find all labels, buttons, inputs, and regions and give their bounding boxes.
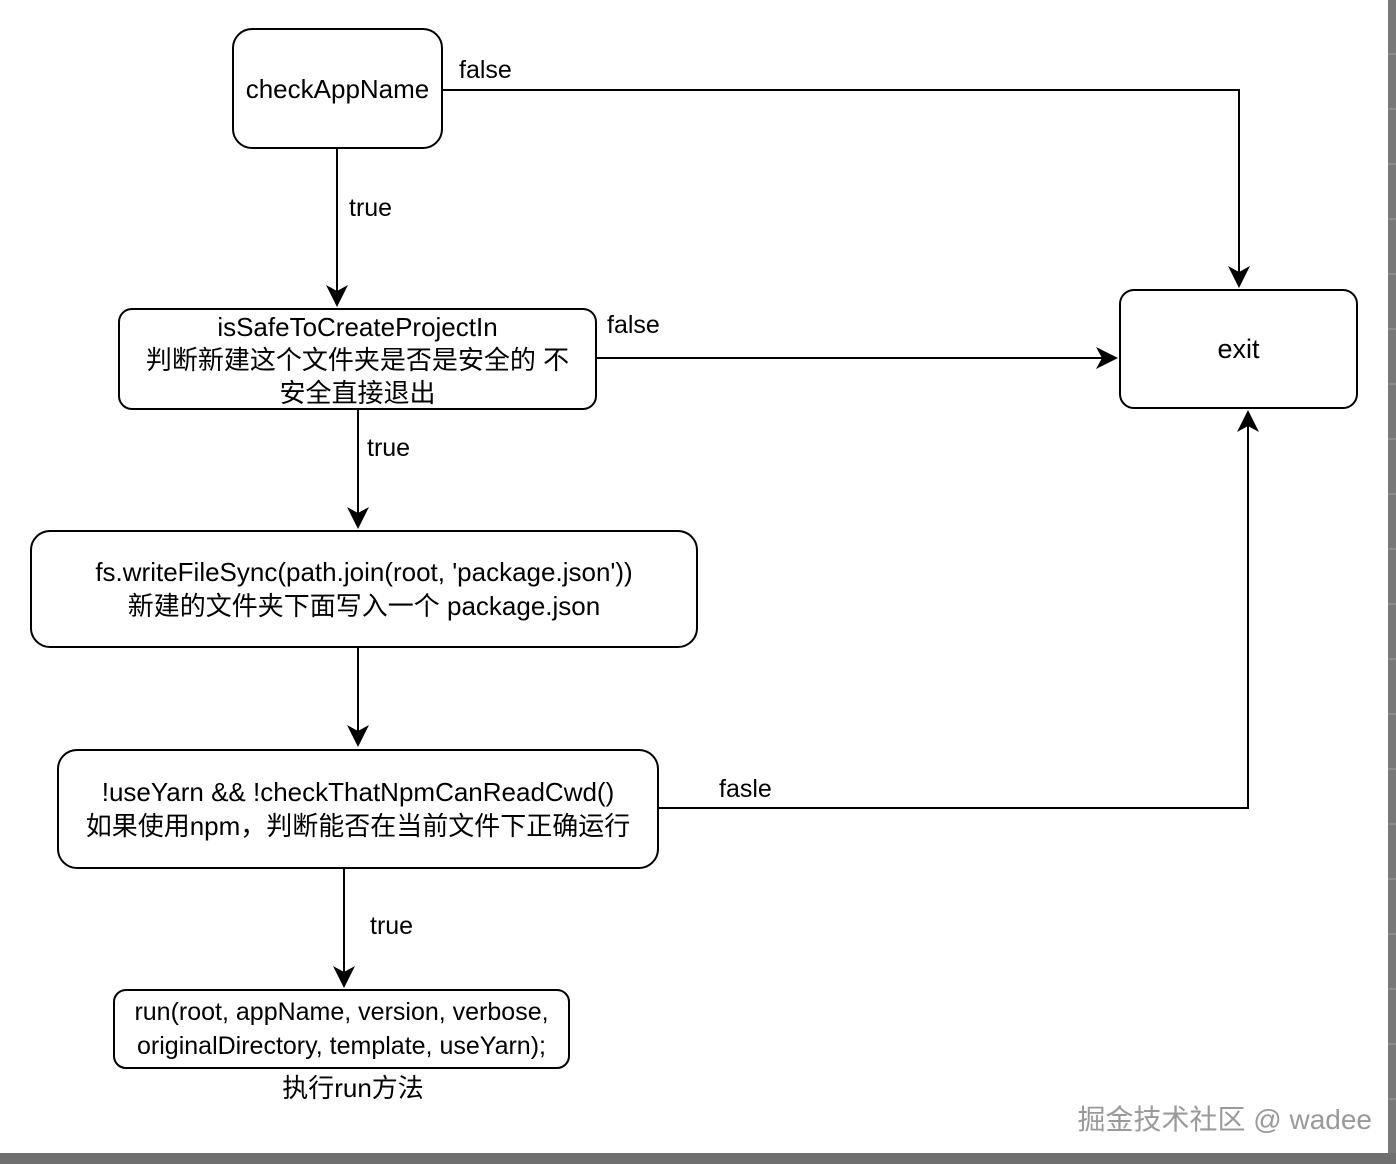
vertical-scrollbar[interactable]	[1388, 0, 1396, 1164]
node-is-safe-to-create-project-in: isSafeToCreateProjectIn 判断新建这个文件夹是否是安全的 …	[118, 308, 597, 410]
edge-label-true: true	[368, 911, 416, 941]
node-text-line: run(root, appName, version, verbose,	[134, 998, 549, 1026]
edge-label-false: false	[457, 55, 514, 85]
edge-issafe-false	[597, 347, 1118, 369]
node-text-line: fs.writeFileSync(path.join(root, 'packag…	[95, 557, 633, 587]
node-check-npm-can-read-cwd: !useYarn && !checkThatNpmCanReadCwd() 如果…	[57, 749, 659, 869]
edge-label-false: false	[605, 310, 662, 340]
node-text-line: isSafeToCreateProjectIn	[217, 312, 498, 342]
node-exit: exit	[1119, 289, 1358, 409]
node-text-line: 如果使用npm，判断能否在当前文件下正确运行	[85, 811, 631, 841]
node-text-line: 安全直接退出	[279, 378, 436, 408]
edge-checkappname-false	[443, 89, 1250, 288]
watermark: 掘金技术社区 @ wadee	[1077, 1104, 1373, 1135]
window-bottom-edge	[0, 1153, 1396, 1164]
node-write-file-sync: fs.writeFileSync(path.join(root, 'packag…	[30, 530, 698, 648]
node-text-line: originalDirectory, template, useYarn);	[137, 1032, 546, 1060]
edge-issafe-true	[347, 410, 369, 529]
node-text-line: 判断新建这个文件夹是否是安全的 不	[145, 345, 570, 375]
run-node-caption: 执行run方法	[282, 1073, 424, 1103]
edge-label-fasle: fasle	[717, 774, 774, 804]
node-text-line: checkAppName	[245, 73, 430, 104]
node-text-line: !useYarn && !checkThatNpmCanReadCwd()	[101, 777, 615, 807]
node-check-app-name: checkAppName	[232, 28, 443, 149]
edge-writefile-next	[347, 648, 369, 747]
node-run: run(root, appName, version, verbose, ori…	[113, 989, 570, 1069]
node-text-line: 新建的文件夹下面写入一个 package.json	[127, 591, 601, 621]
edge-checknpm-fasle	[659, 410, 1259, 809]
edge-label-true: true	[347, 193, 395, 223]
node-text-line: exit	[1217, 334, 1260, 364]
edge-checknpm-true	[333, 869, 355, 988]
edge-checkappname-true	[326, 149, 348, 307]
edge-label-true: true	[365, 433, 413, 463]
